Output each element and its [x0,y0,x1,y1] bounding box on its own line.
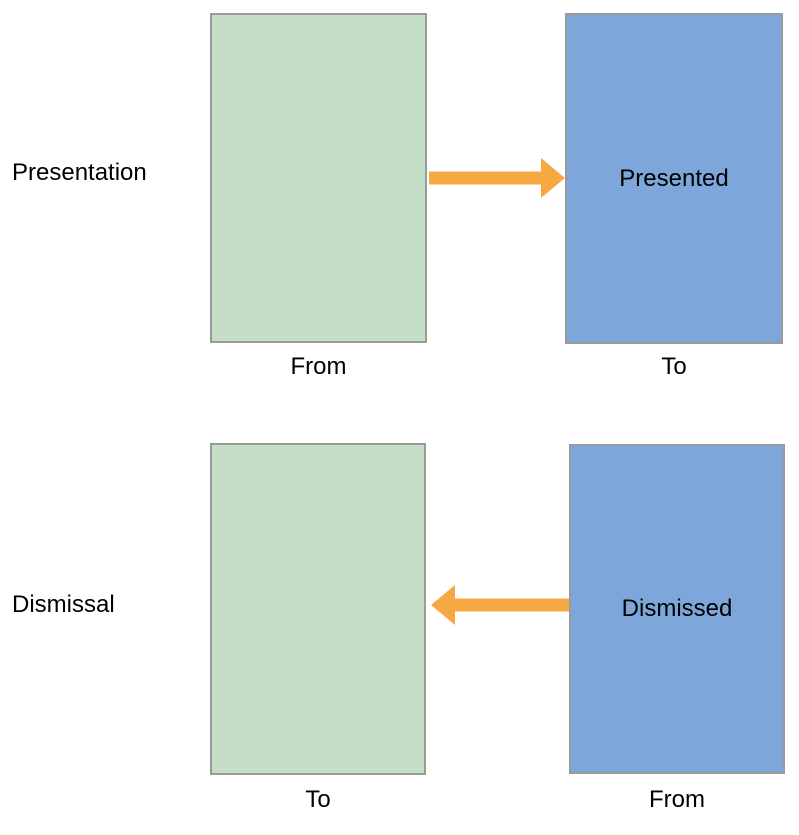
presentation-row-label: Presentation [12,159,147,186]
dismissal-from-caption: From [649,786,705,813]
dismissal-from-box: Dismissed [569,444,785,774]
dismissal-to-caption: To [305,786,331,813]
dismissal-to-box [210,443,426,775]
presentation-to-box-text: Presented [619,164,729,192]
presentation-from-caption: From [290,353,347,380]
dismissal-row-label: Dismissal [12,591,115,618]
presentation-from-box [210,13,427,343]
dismissal-arrow-left-icon [431,585,569,625]
presentation-to-box: Presented [565,13,783,344]
presentation-arrow-right-icon [429,158,565,198]
presentation-to-caption: To [661,353,687,380]
dismissal-from-box-text: Dismissed [621,595,733,622]
